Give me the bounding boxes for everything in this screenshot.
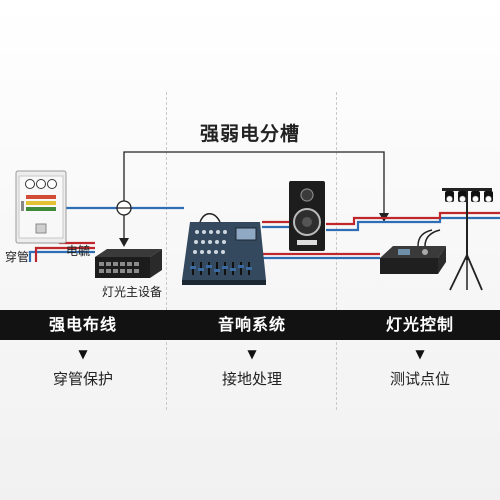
wiring-diagram [15,151,500,291]
section-divider-2 [336,92,337,410]
section-header-lighting: 灯光控制 [385,315,454,334]
section-detail-audio: 接地处理 [221,370,282,388]
lighting-stand [442,188,493,291]
section-divider-1 [166,92,167,410]
section-header-band: 强电布线 音响系统 灯光控制 [0,310,500,340]
junction-symbol [116,200,132,216]
lighting-controller [380,229,446,274]
diagram-title: 强弱电分槽 [199,123,300,145]
label-conduit: 穿管 [5,250,30,264]
section-detail-power: 穿管保护 [52,370,113,388]
speaker [289,181,325,251]
down-arrow-icon: ▼ [78,347,88,361]
light-host-device [95,249,162,278]
label-cable: 电毓 [66,244,91,258]
down-arrow-icon: ▼ [247,347,257,361]
down-arrow-icon: ▼ [415,347,425,361]
audio-mixer [182,213,266,285]
distribution-box [15,170,67,244]
label-light-host: 灯光主设备 [102,285,163,299]
section-header-power: 强电布线 [48,315,117,334]
section-detail-lighting: 测试点位 [389,370,450,388]
section-header-audio: 音响系统 [217,315,286,334]
signal-line [123,151,385,244]
signal-arrowhead-left [119,238,129,247]
